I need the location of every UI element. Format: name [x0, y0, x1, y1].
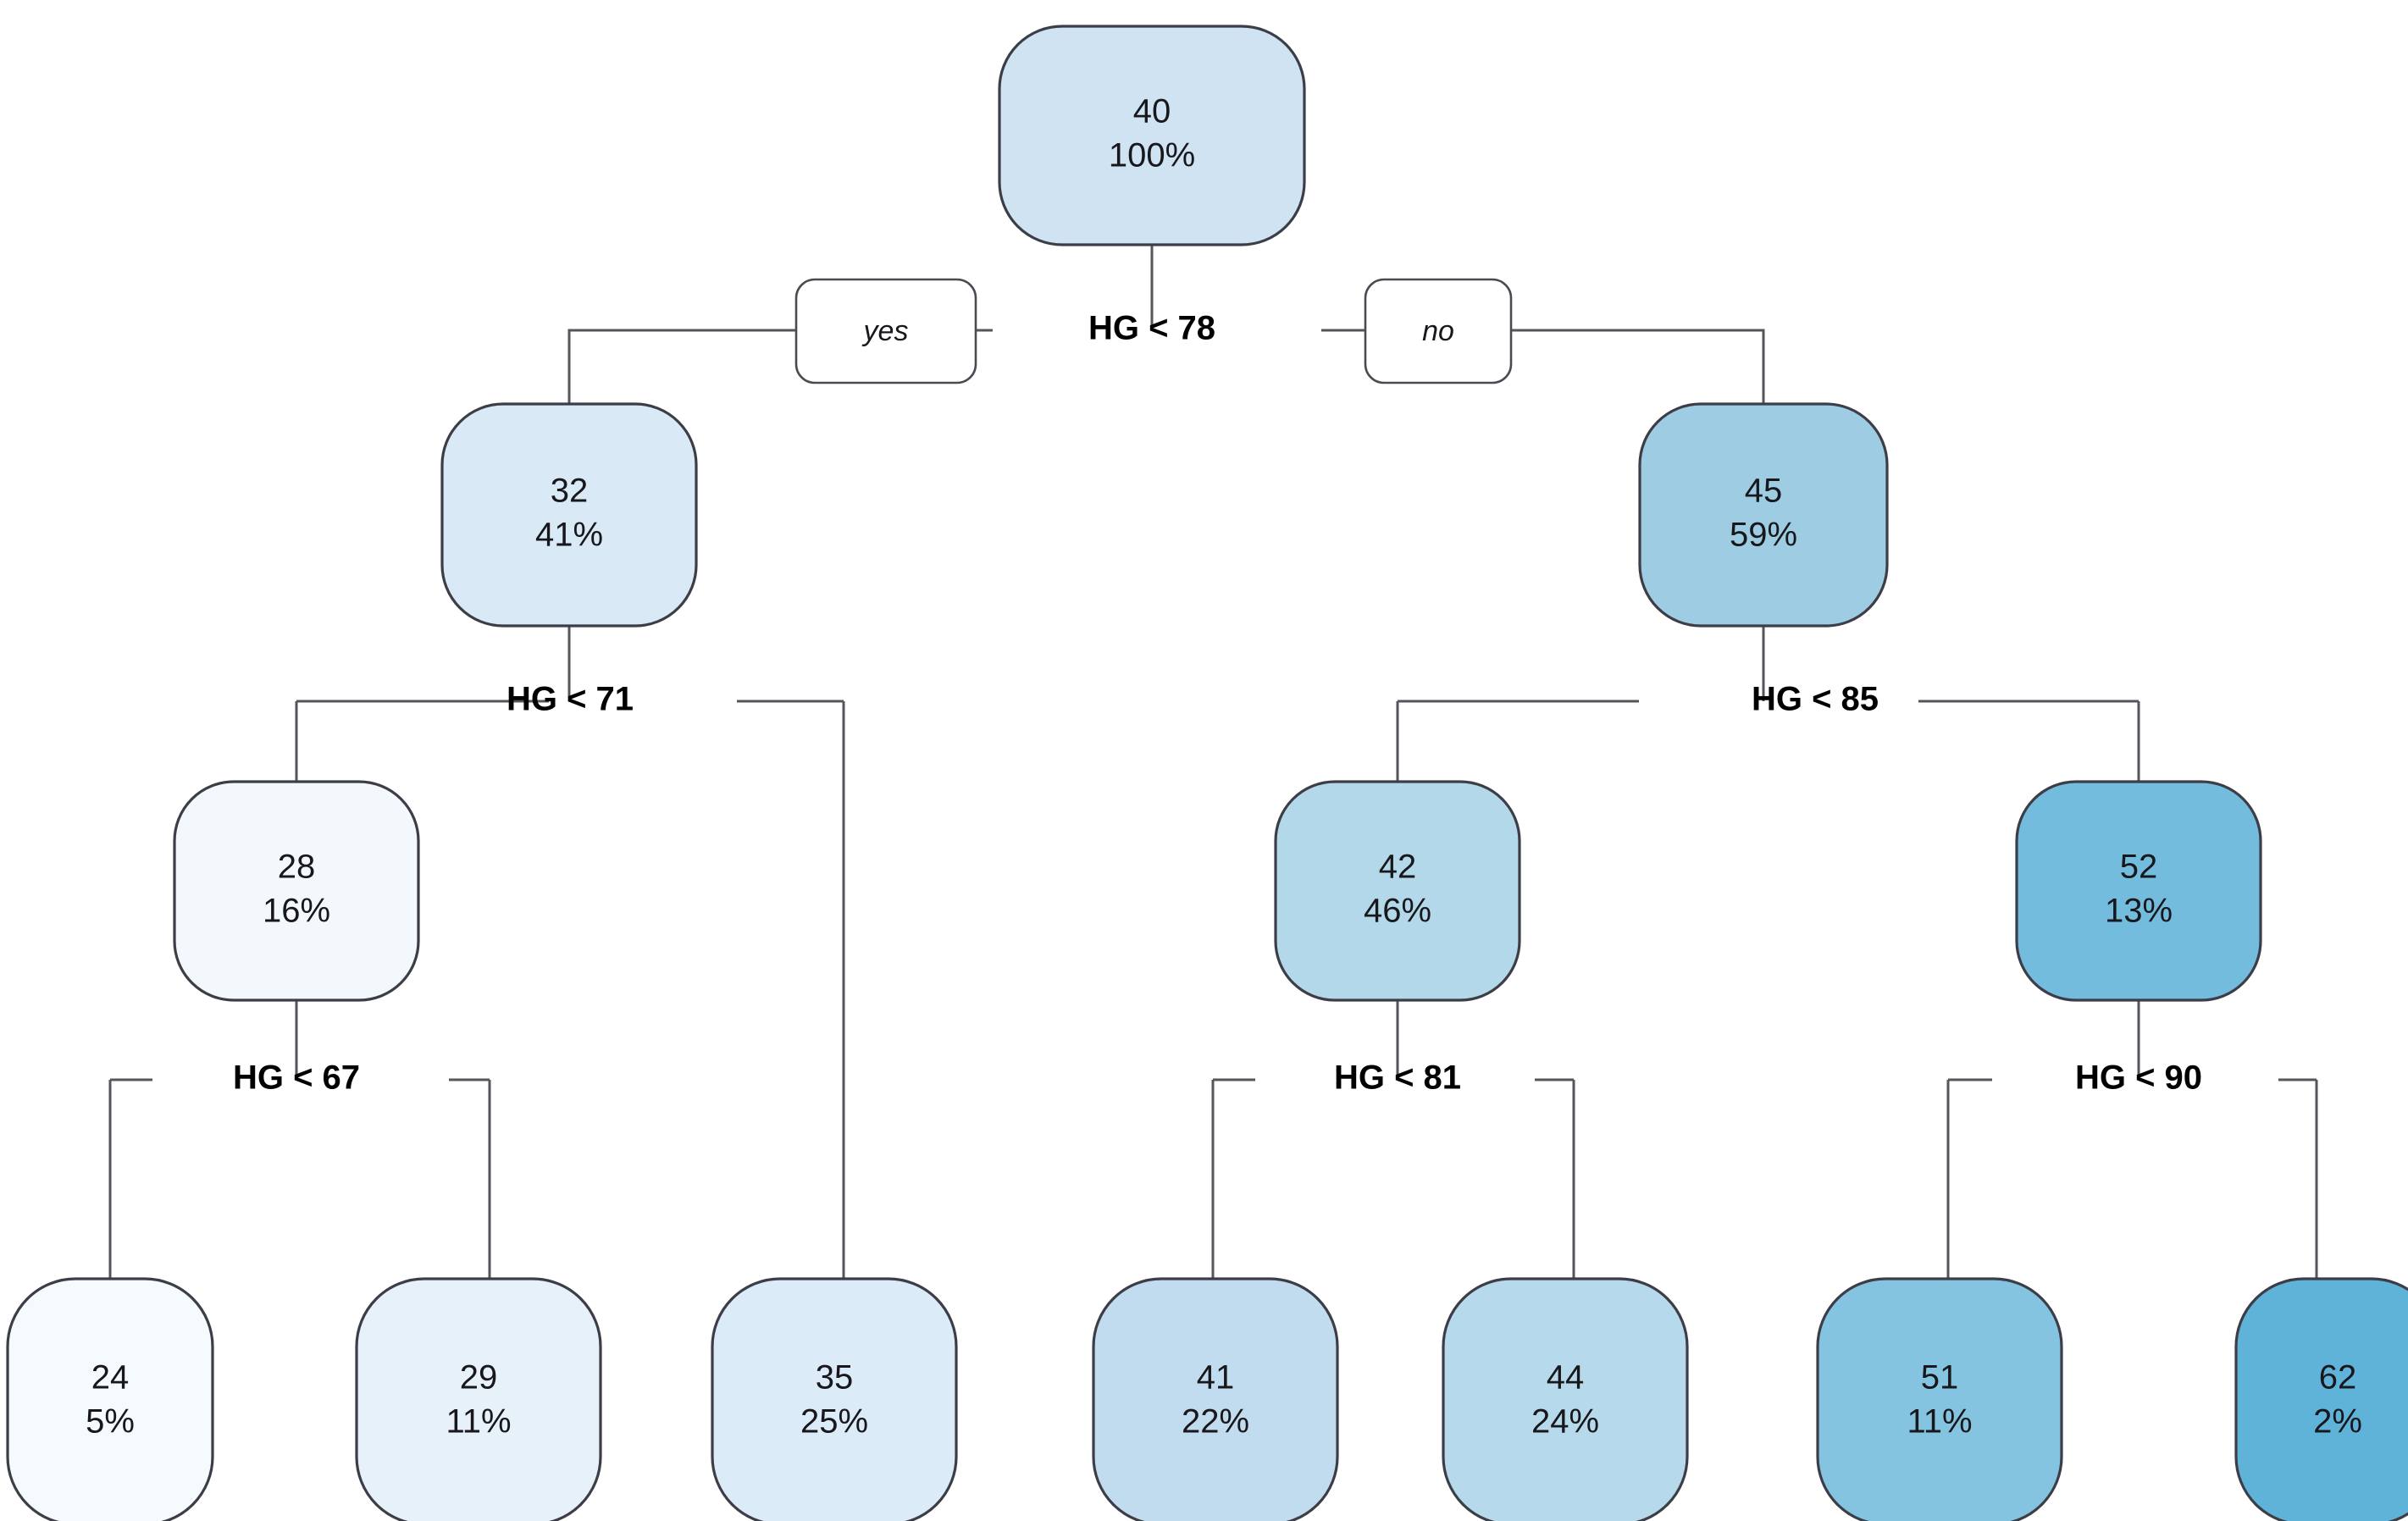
node-percent: 24% — [1531, 1403, 1599, 1441]
node-value: 62 — [2319, 1359, 2357, 1397]
node-shape — [173, 780, 420, 1002]
node-value: 51 — [1921, 1359, 1959, 1397]
node-shape — [355, 1277, 602, 1521]
node-percent: 13% — [2105, 893, 2173, 930]
node-percent: 46% — [1364, 893, 1431, 930]
tree-node[interactable]: 40 100% — [998, 25, 1306, 246]
node-shape — [1274, 780, 1521, 1002]
node-percent: 11% — [446, 1403, 511, 1441]
split-label: HG < 81 — [1334, 1059, 1461, 1097]
branch-box-yes[interactable] — [794, 278, 977, 384]
node-percent: 41% — [535, 517, 603, 554]
node-percent: 25% — [800, 1403, 868, 1441]
node-percent: 59% — [1730, 517, 1797, 554]
node-value: 44 — [1547, 1359, 1585, 1397]
split-label: HG < 85 — [1752, 681, 1879, 718]
node-value: 42 — [1379, 849, 1417, 886]
node-shape — [1442, 1277, 1689, 1521]
node-shape — [998, 25, 1306, 246]
node-shape — [440, 402, 698, 628]
node-value: 40 — [1133, 93, 1171, 130]
node-value: 52 — [2120, 849, 2158, 886]
node-shape — [1092, 1277, 1339, 1521]
node-percent: 2% — [2313, 1403, 2362, 1441]
node-layer: 40100%3241%4559%2816%4246%5213%245%2911%… — [6, 25, 2408, 1521]
node-value: 35 — [816, 1359, 854, 1397]
branch-label-no: no — [1422, 315, 1454, 347]
node-shape — [1816, 1277, 2063, 1521]
branch-box-no[interactable] — [1364, 278, 1513, 384]
split-label: HG < 67 — [233, 1059, 360, 1097]
tree-node[interactable]: 245% — [6, 1277, 214, 1521]
node-shape — [711, 1277, 958, 1521]
split-label: HG < 71 — [507, 681, 634, 718]
node-value: 32 — [551, 473, 589, 510]
node-value: 45 — [1745, 473, 1783, 510]
node-value: 28 — [278, 849, 316, 886]
branch-label-yes: yes — [862, 315, 909, 347]
node-shape — [1638, 402, 1889, 628]
node-percent: 100% — [1109, 137, 1195, 174]
tree-node[interactable]: 622% — [2234, 1277, 2408, 1521]
edge-split1-no-to-n3 — [1508, 329, 1765, 405]
node-value: 41 — [1197, 1359, 1235, 1397]
node-shape — [6, 1277, 214, 1521]
node-percent: 5% — [86, 1403, 135, 1441]
node-value: 24 — [91, 1359, 130, 1397]
split-label-layer: HG < 78 HG < 71 HG < 85 HG < 67 HG < 81 HG < … — [233, 310, 2202, 1097]
edge-layer — [108, 246, 2318, 1280]
node-percent: 11% — [1907, 1403, 1972, 1441]
node-percent: 16% — [263, 893, 330, 930]
split-label: HG < 90 — [2075, 1059, 2202, 1097]
node-shape — [2234, 1277, 2408, 1521]
branch-label-layer: yes no — [794, 278, 1513, 384]
node-shape — [2015, 780, 2262, 1002]
node-value: 29 — [460, 1359, 498, 1397]
split-label: HG < 78 — [1088, 310, 1215, 347]
node-percent: 22% — [1182, 1403, 1249, 1441]
